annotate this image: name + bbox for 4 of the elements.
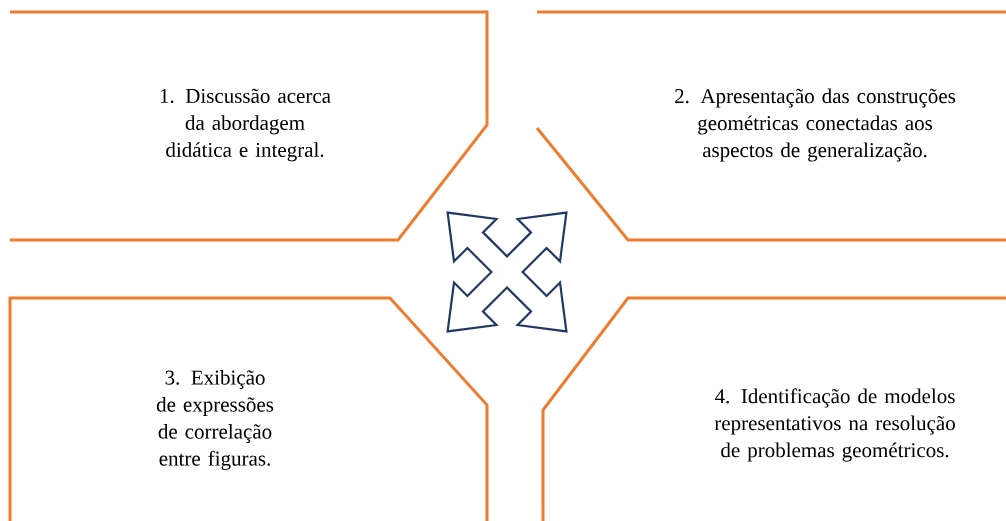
text-box: 1. Discussão acerca da abordagem didática e integral. [10, 10, 489, 242]
text-box: 4. Identificação de modelos representativos na resolução de problemas geométricos. [541, 296, 1006, 521]
text-box: 3. Exibição de expressões de correlação entre figuras. [8, 296, 489, 521]
text-box: 2. Apresentação das construções geométricas conectadas aos aspectos de generalização. [535, 10, 1006, 242]
